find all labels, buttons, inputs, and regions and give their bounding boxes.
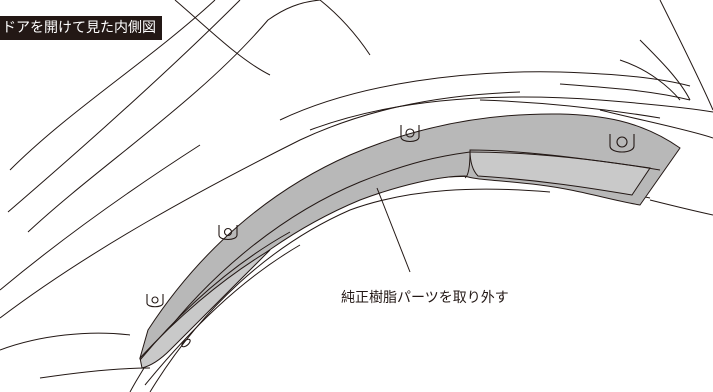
contour-line: [559, 83, 691, 101]
contour-line: [639, 39, 691, 101]
contour-line: [619, 59, 681, 101]
contour-line: [279, 71, 691, 121]
contour-line: [309, 96, 713, 131]
trim-panel-edge: [144, 244, 301, 386]
body-contour-lines: [0, 0, 713, 379]
trim-panel: [139, 113, 681, 359]
contour-line: [0, 144, 201, 291]
contour-line: [39, 367, 151, 379]
contour-line: [27, 0, 321, 233]
trim-panel-lip: [139, 249, 271, 369]
trim-panel-seam: [159, 151, 471, 341]
callout-label: 純正樹脂パーツを取り外す: [341, 290, 509, 306]
clip-icon: [609, 134, 635, 153]
trim-panel-seam: [469, 151, 661, 171]
contour-line: [174, 0, 271, 76]
contour-line: [319, 0, 371, 56]
trim-panel-seam: [464, 151, 471, 179]
contour-line: [9, 0, 216, 171]
callout-leader-line: [376, 187, 411, 273]
clip-icon: [181, 338, 191, 348]
contour-line: [7, 0, 241, 213]
trim-panel-upper: [469, 149, 651, 196]
contour-line: [649, 199, 713, 216]
contour-line: [659, 0, 713, 111]
contour-line: [599, 109, 713, 139]
caption-badge: ドアを開けて見た内側図: [0, 16, 162, 40]
trim-panel-edge: [139, 231, 291, 361]
clip-icon: [146, 294, 164, 308]
contour-line: [0, 332, 131, 351]
clip-icon: [218, 225, 238, 241]
clip-icon: [400, 125, 420, 143]
contour-line: [479, 99, 661, 119]
contour-line: [0, 91, 521, 319]
